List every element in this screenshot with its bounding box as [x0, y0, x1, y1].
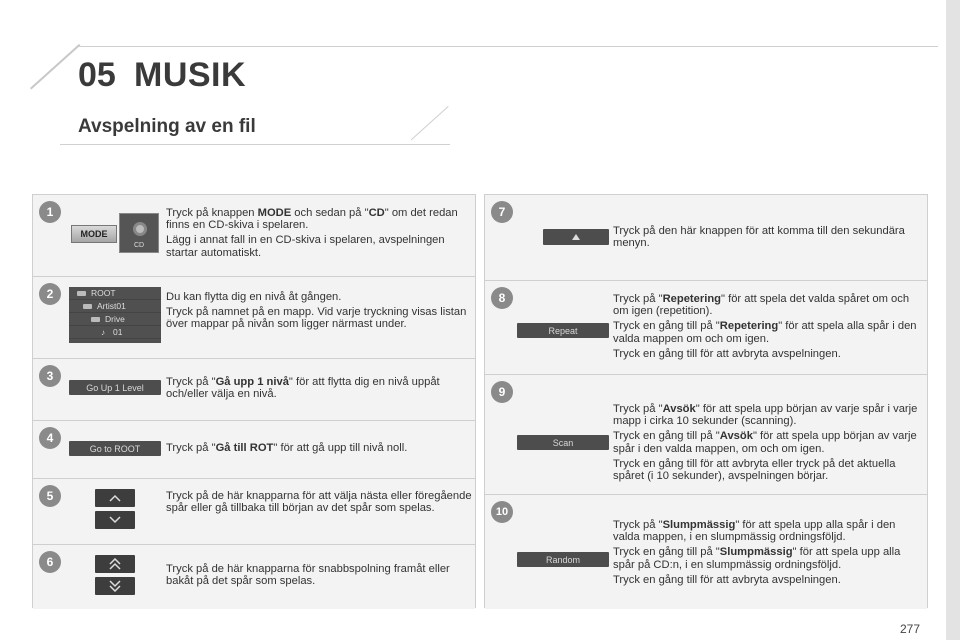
header-diagonal	[30, 43, 81, 90]
page-edge-bar	[946, 0, 960, 640]
step-8: 8 Repeat Tryck på "Repetering" för att s…	[485, 281, 927, 375]
double-chevron-down-icon	[109, 580, 121, 592]
step-number: 7	[491, 201, 513, 223]
folder-item-drive[interactable]: Drive	[69, 313, 161, 326]
mode-key[interactable]: MODE	[71, 225, 117, 243]
step-number: 6	[39, 551, 61, 573]
repeat-button[interactable]: Repeat	[517, 323, 609, 338]
section-title: Avspelning av en fil	[78, 116, 256, 137]
step-text: Tryck på den här knappen för att komma t…	[613, 225, 905, 250]
section-rule	[60, 144, 450, 145]
folder-icon	[77, 290, 86, 296]
step-1: 1 MODE CD Tryck på knappen MODE och seda…	[33, 195, 475, 277]
step-text: Tryck på "Slumpmässig" för att spela upp…	[613, 519, 901, 586]
step-number: 1	[39, 201, 61, 223]
page-number: 277	[899, 622, 920, 636]
step-text: Tryck på "Gå upp 1 nivå" för att flytta …	[166, 376, 440, 401]
folder-item-root[interactable]: ROOT	[69, 287, 161, 300]
step-number: 2	[39, 283, 61, 305]
step-4: 4 Go to ROOT Tryck på "Gå till ROT" för …	[33, 421, 475, 479]
step-text: Tryck på de här knapparna för snabbspoln…	[166, 563, 450, 588]
step-text: Du kan flytta dig en nivå åt gången. Try…	[166, 291, 467, 331]
step-3: 3 Go Up 1 Level Tryck på "Gå upp 1 nivå"…	[33, 359, 475, 421]
music-note-icon: ♪	[101, 327, 105, 337]
chapter-number: 05	[78, 56, 116, 94]
step-text: Tryck på knappen MODE och sedan på "CD" …	[166, 207, 458, 259]
step-text: Tryck på "Gå till ROT" för att gå upp ti…	[166, 442, 408, 454]
step-5: 5 Tryck på de här knapparna för att välj…	[33, 479, 475, 545]
chevron-down-icon	[109, 516, 121, 524]
right-column: 7 Tryck på den här knappen för att komma…	[484, 194, 928, 609]
step-number: 3	[39, 365, 61, 387]
step-2: 2 ROOT Artist01 Drive ♪01 Du kan flytta …	[33, 277, 475, 359]
go-up-1-level-button[interactable]: Go Up 1 Level	[69, 380, 161, 395]
secondary-menu-button[interactable]	[543, 229, 609, 245]
folder-icon	[91, 316, 100, 322]
header-rule	[78, 46, 938, 47]
step-number: 8	[491, 287, 513, 309]
step-number: 9	[491, 381, 513, 403]
step-number: 5	[39, 485, 61, 507]
folder-icon	[83, 303, 92, 309]
step-number: 4	[39, 427, 61, 449]
random-button[interactable]: Random	[517, 552, 609, 567]
scan-button[interactable]: Scan	[517, 435, 609, 450]
chevron-up-icon	[109, 494, 121, 502]
folder-item-artist01[interactable]: Artist01	[69, 300, 161, 313]
step-text: Tryck på de här knapparna för att välja …	[166, 490, 472, 515]
next-track-button[interactable]	[95, 511, 135, 529]
step-number: 10	[491, 501, 513, 523]
step-text: Tryck på "Avsök" för att spela upp börja…	[613, 403, 918, 483]
section-diagonal	[410, 106, 449, 141]
previous-track-button[interactable]	[95, 489, 135, 507]
double-chevron-up-icon	[109, 558, 121, 570]
triangle-up-icon	[572, 234, 580, 240]
cd-key-label: CD	[133, 242, 145, 249]
go-to-root-button[interactable]: Go to ROOT	[69, 441, 161, 456]
left-column: 1 MODE CD Tryck på knappen MODE och seda…	[32, 194, 476, 609]
cd-key[interactable]: CD	[119, 213, 159, 253]
chapter-title: MUSIK	[134, 56, 247, 94]
fast-forward-up-button[interactable]	[95, 555, 135, 573]
step-10: 10 Random Tryck på "Slumpmässig" för att…	[485, 495, 927, 609]
step-9: 9 Scan Tryck på "Avsök" för att spela up…	[485, 375, 927, 495]
disc-icon	[133, 222, 147, 236]
step-7: 7 Tryck på den här knappen för att komma…	[485, 195, 927, 281]
folder-list: ROOT Artist01 Drive ♪01	[69, 287, 161, 343]
step-text: Tryck på "Repetering" för att spela det …	[613, 293, 917, 360]
folder-item-01[interactable]: ♪01	[69, 326, 161, 339]
step-6: 6 Tryck på de här knapparna för snabbspo…	[33, 545, 475, 609]
fast-rewind-down-button[interactable]	[95, 577, 135, 595]
